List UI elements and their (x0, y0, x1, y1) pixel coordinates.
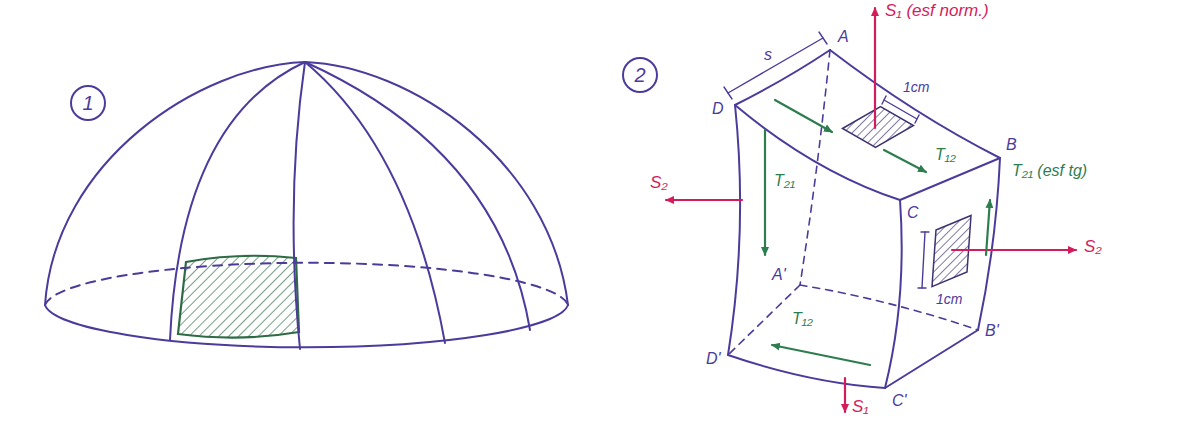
vertex-letter: B (1006, 136, 1017, 154)
vertex-letter: B' (985, 322, 999, 340)
dome-figure (45, 62, 568, 349)
force-arrows (666, 8, 1076, 412)
normal-force-label: S₁ (852, 398, 869, 417)
vertex-letter: D (712, 100, 724, 118)
shear-force-label: T₁₂ (792, 310, 813, 328)
normal-force-label: S₁ (esf norm.) (885, 2, 989, 21)
figure-number: 1 (82, 93, 93, 113)
vertex-letter: C' (892, 392, 907, 410)
vertex-letter: A' (772, 266, 786, 284)
shell-element (724, 32, 1000, 388)
circled-number: 1 (70, 85, 106, 121)
shear-force-label: T₂₁ (774, 172, 795, 190)
dimension-label: 1cm (903, 80, 929, 95)
dimension-label: 1cm (936, 292, 962, 307)
thickness-label: s (764, 46, 772, 64)
vertex-letter: A (838, 28, 849, 46)
vertex-letter: D' (706, 350, 721, 368)
normal-force-label: S₂ (650, 174, 668, 193)
shear-force-label: T₂₁ (esf tg) (1012, 162, 1087, 180)
normal-force-label: S₂ (1084, 238, 1102, 257)
circled-number: 2 (622, 57, 658, 93)
figure-number: 2 (634, 65, 645, 85)
shear-force-label: T₁₂ (935, 146, 956, 164)
vertex-letter: C (907, 204, 919, 222)
